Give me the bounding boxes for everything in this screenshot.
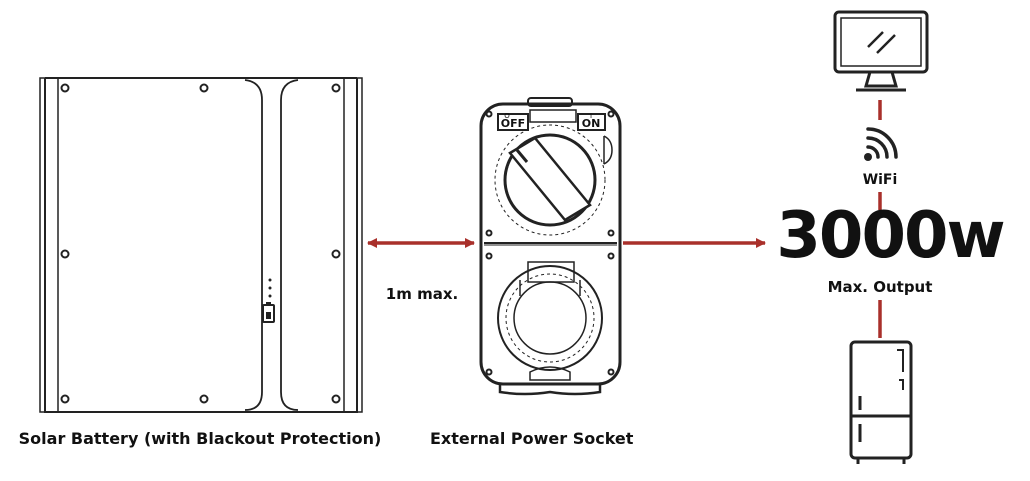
rotary-switch-knob — [503, 133, 597, 227]
battery-status-icon — [262, 302, 275, 323]
distance-label: 1m max. — [385, 285, 459, 303]
wifi-icon — [864, 127, 898, 161]
solar-battery — [39, 77, 363, 413]
max-output-label: Max. Output — [827, 278, 933, 296]
socket-outlet — [497, 261, 603, 371]
socket-caption: External Power Socket — [430, 429, 634, 448]
socket-on-symbol: I — [590, 112, 592, 120]
socket-off-label: OFF — [501, 117, 525, 130]
max-output-value: 3000w — [776, 199, 1005, 273]
status-dots — [268, 278, 272, 298]
socket-off-symbol: O — [504, 112, 510, 120]
battery-caption: Solar Battery (with Blackout Protection) — [18, 429, 382, 448]
fridge-icon — [849, 340, 913, 464]
monitor-icon — [833, 10, 929, 92]
socket-on-label: ON — [582, 117, 601, 130]
wifi-label: WiFi — [862, 172, 898, 188]
external-power-socket — [479, 97, 622, 396]
